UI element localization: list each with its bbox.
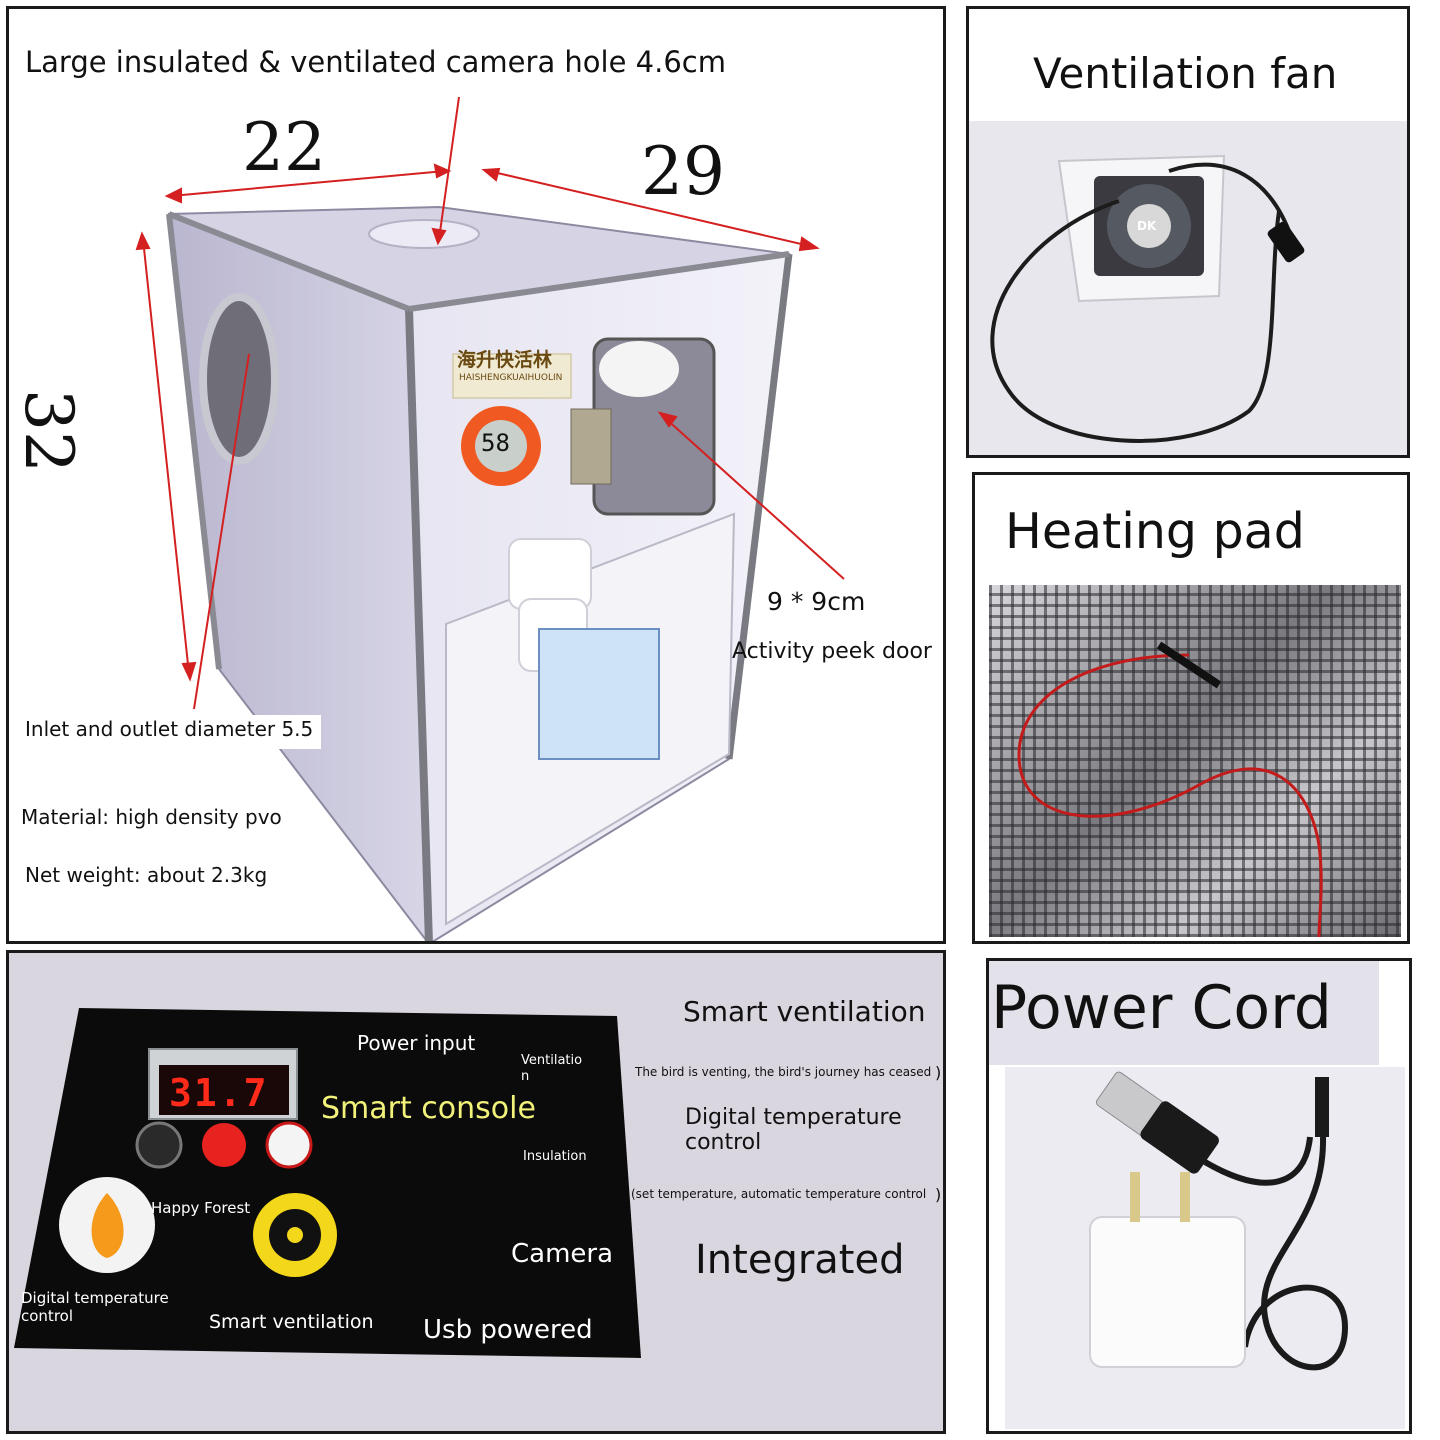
smart-console-label: Smart console (313, 1089, 544, 1128)
fan-brand: DK (1137, 219, 1157, 233)
peek-door-label: Activity peek door (732, 639, 932, 664)
fan-photo (969, 121, 1407, 455)
weight-label: Net weight: about 2.3kg (25, 863, 268, 887)
ventilation-fan-panel: Ventilation fan DK (966, 6, 1410, 458)
width-dimension: 22 (242, 109, 326, 186)
camera-hole-label: Large insulated & ventilated camera hole… (25, 45, 726, 79)
cord-title: Power Cord (991, 973, 1332, 1043)
happy-forest-label: Happy Forest (151, 1199, 251, 1217)
set-temp-note: (set temperature, automatic temperature … (631, 1187, 927, 1201)
door-hinge (570, 408, 612, 485)
heating-pad-photo (989, 585, 1401, 938)
set-temp-note-paren: ) (935, 1185, 942, 1204)
venting-note-paren: ) (935, 1063, 942, 1082)
knob-red (202, 1123, 246, 1167)
usb-powered-label: Usb powered (423, 1315, 593, 1345)
depth-dimension: 29 (641, 133, 725, 210)
thermometer-reading: 58 (481, 429, 510, 457)
cord-photo (1005, 1067, 1405, 1429)
venting-note: The bird is venting, the bird's journey … (635, 1065, 932, 1079)
board-smart-ventilation-label: Smart ventilation (209, 1311, 374, 1333)
integrated-label: Integrated (695, 1237, 905, 1283)
power-cord-panel: Power Cord (986, 958, 1412, 1434)
fan-illustration (990, 154, 1305, 443)
ventilation-small-label: Ventilatio n (521, 1053, 583, 1084)
camera-hole (368, 219, 480, 249)
smart-ventilation-title: Smart ventilation (683, 995, 926, 1028)
brand-pinyin: HAISHENGKUAIHUOLIN (459, 373, 563, 383)
brand-badge (452, 353, 572, 399)
heating-pad-panel: Heating pad (972, 472, 1410, 944)
insulation-label: Insulation (523, 1149, 587, 1164)
knob-white (265, 1121, 313, 1169)
brand-chinese: 海升快活林 (457, 349, 553, 371)
heat-title: Heating pad (1005, 503, 1305, 560)
digital-temp-control-title: Digital temperature control (685, 1105, 902, 1155)
board-digital-temp-label: Digital temperature control (21, 1289, 169, 1325)
dimension-arrows (135, 96, 845, 710)
peek-door-size: 9 * 9cm (767, 587, 866, 616)
label-card (538, 628, 660, 760)
fan-title: Ventilation fan (1033, 49, 1338, 98)
camera-label: Camera (511, 1239, 614, 1269)
heating-wire (1017, 641, 1323, 938)
temperature-display: 31.7 (169, 1071, 269, 1115)
box-product-panel: Large insulated & ventilated camera hole… (6, 6, 946, 944)
box-illustration (135, 96, 845, 941)
power-input-label: Power input (357, 1031, 476, 1055)
material-label: Material: high density pvo (21, 805, 282, 829)
smart-console-panel: 31.7 Power input Ventilatio n Smart cons… (6, 950, 946, 1434)
inlet-ring (199, 293, 279, 465)
cord-illustration (1089, 1071, 1349, 1371)
height-dimension: 32 (10, 389, 87, 473)
knob-left (135, 1121, 183, 1169)
inlet-outlet-label: Inlet and outlet diameter 5.5 (21, 715, 322, 749)
